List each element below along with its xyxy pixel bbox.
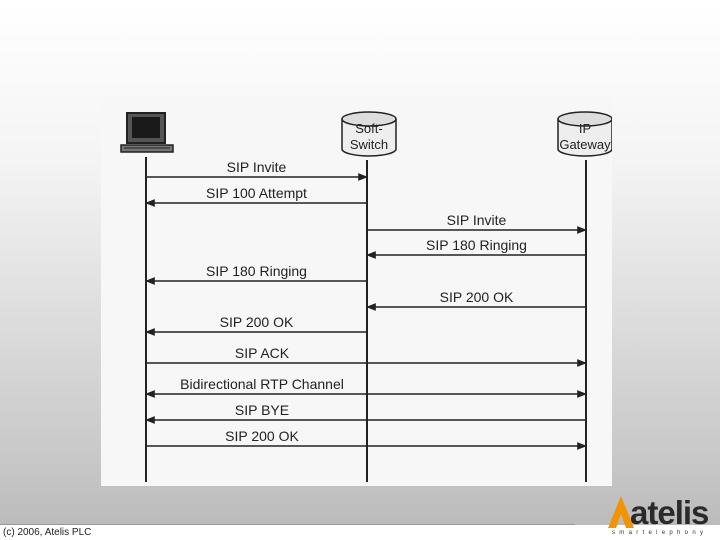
- node-label: Switch: [350, 137, 388, 152]
- gateway-node: IP Gateway: [557, 111, 612, 157]
- message-label: SIP Invite: [227, 159, 287, 175]
- message-label: SIP 200 OK: [440, 289, 514, 305]
- message: Bidirectional RTP Channel: [145, 376, 587, 398]
- node-label: Gateway: [559, 137, 611, 152]
- message: SIP 200 OK: [366, 289, 586, 311]
- node-label: Soft-: [355, 121, 382, 136]
- message-label: SIP 180 Ringing: [426, 237, 527, 253]
- message-label: SIP 100 Attempt: [206, 185, 307, 201]
- message-label: SIP 200 OK: [225, 428, 299, 444]
- message-label: SIP Invite: [447, 212, 507, 228]
- message-label: SIP 180 Ringing: [206, 263, 307, 279]
- message-label: SIP 200 OK: [220, 314, 294, 330]
- softswitch-node: Soft- Switch: [341, 111, 397, 157]
- message-label: SIP ACK: [235, 345, 290, 361]
- message: SIP 200 OK: [146, 428, 587, 450]
- footer-divider: [0, 524, 575, 525]
- logo-word: atelis: [630, 494, 709, 531]
- message: SIP ACK: [146, 345, 587, 367]
- message: SIP BYE: [145, 402, 586, 424]
- message-label: Bidirectional RTP Channel: [180, 376, 344, 392]
- cylinder-icon: [341, 119, 397, 157]
- logo-mark-icon: [608, 496, 634, 528]
- message: SIP 100 Attempt: [145, 185, 367, 207]
- message: SIP Invite: [146, 159, 368, 181]
- message: SIP Invite: [367, 212, 587, 234]
- message: SIP 180 Ringing: [145, 263, 367, 285]
- message: SIP 180 Ringing: [366, 237, 586, 259]
- message: SIP 200 OK: [145, 314, 367, 336]
- cylinder-icon: [557, 119, 612, 157]
- copyright-text: (c) 2006, Atelis PLC: [3, 527, 92, 538]
- atelis-logo: atelis smartelephony: [606, 492, 718, 538]
- message-label: SIP BYE: [235, 402, 289, 418]
- computer-icon: [120, 112, 174, 153]
- logo-tagline: smartelephony: [612, 530, 708, 536]
- footer-bar: [0, 525, 720, 540]
- node-label: IP: [579, 121, 591, 136]
